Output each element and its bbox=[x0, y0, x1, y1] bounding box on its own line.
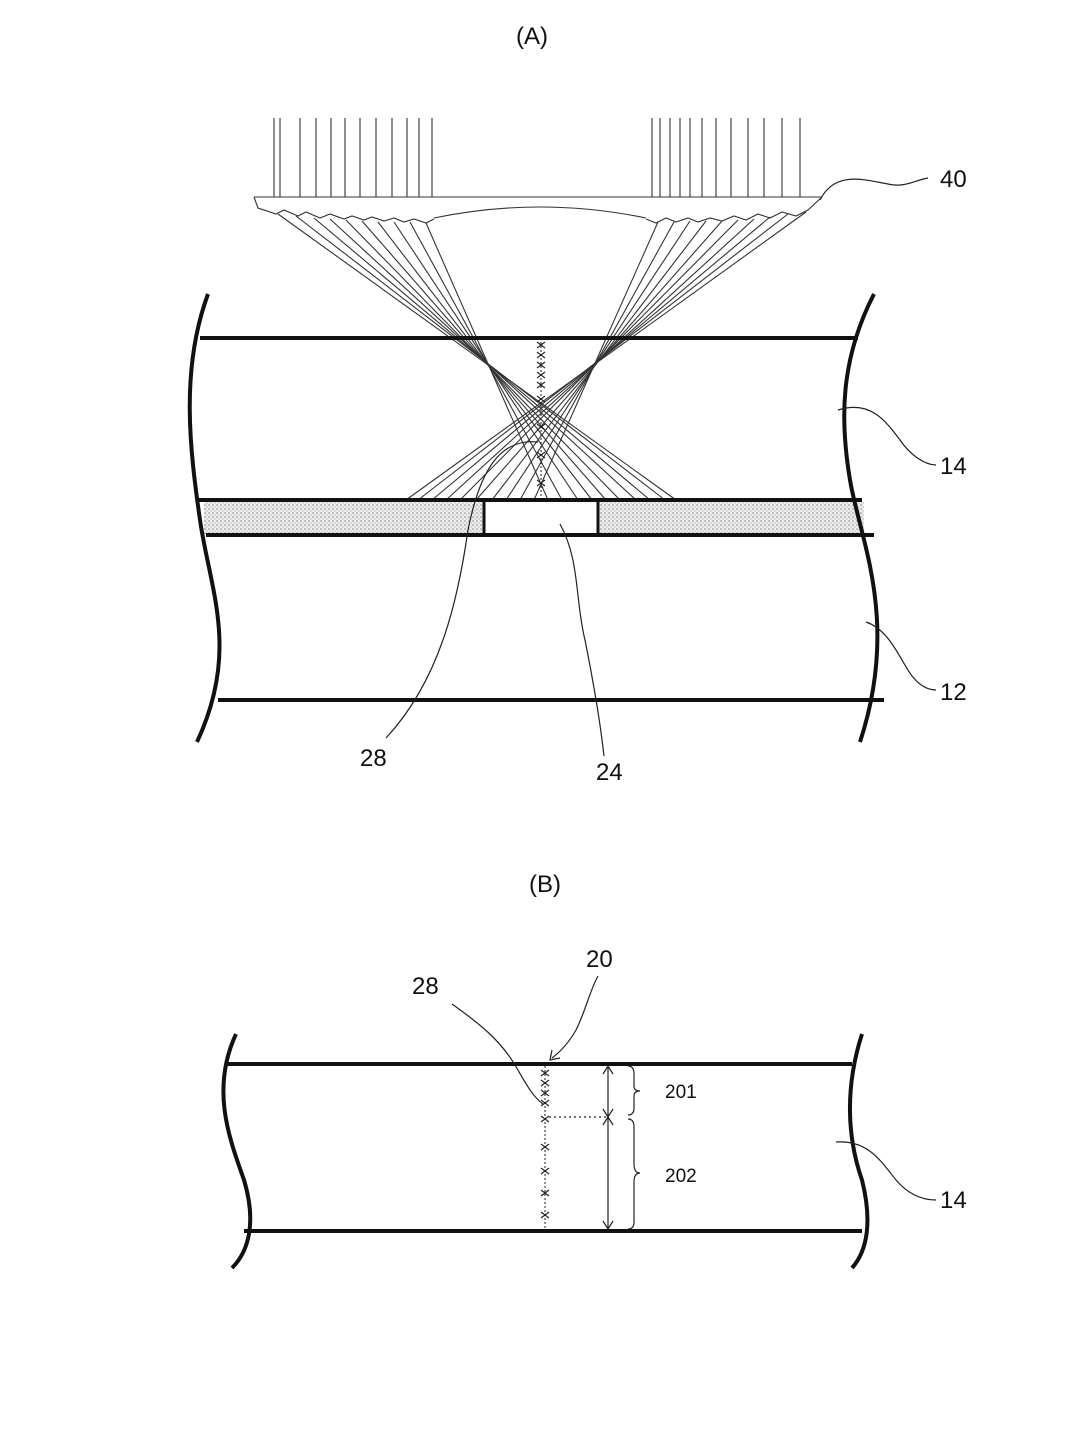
incoming-beams-left bbox=[274, 118, 432, 197]
label-20: 20 bbox=[586, 946, 613, 973]
panel-a: (A) bbox=[190, 23, 967, 786]
label-28-b: 28 bbox=[412, 973, 439, 1000]
leader-40 bbox=[820, 178, 928, 200]
label-40: 40 bbox=[940, 166, 967, 193]
label-12: 12 bbox=[940, 679, 967, 706]
leader-14-b bbox=[836, 1142, 936, 1200]
lens bbox=[254, 197, 822, 223]
panel-a-title: (A) bbox=[516, 23, 548, 50]
brace-202 bbox=[628, 1119, 640, 1229]
label-28-a: 28 bbox=[360, 745, 387, 772]
converging-beams-right bbox=[406, 212, 806, 500]
stippled-layer-left bbox=[204, 502, 484, 535]
panel-b: (B) bbox=[223, 871, 966, 1268]
leader-28-b bbox=[452, 1004, 543, 1104]
leader-14-a bbox=[838, 407, 936, 465]
focal-points-a bbox=[537, 338, 545, 498]
label-14-b: 14 bbox=[940, 1187, 967, 1214]
incoming-beams-right bbox=[652, 118, 800, 197]
opening-24 bbox=[484, 500, 598, 535]
stippled-layer-right bbox=[598, 502, 864, 535]
label-24: 24 bbox=[596, 759, 623, 786]
label-202: 202 bbox=[665, 1166, 697, 1187]
leader-20 bbox=[552, 976, 598, 1058]
leader-24 bbox=[560, 524, 604, 756]
brace-201 bbox=[628, 1066, 640, 1115]
dimension-arrows bbox=[603, 1066, 613, 1229]
label-201: 201 bbox=[665, 1082, 697, 1103]
panel-b-title: (B) bbox=[529, 871, 561, 898]
focal-points-b bbox=[541, 1066, 549, 1229]
converging-beams-left bbox=[278, 214, 676, 500]
label-14-a: 14 bbox=[940, 453, 967, 480]
